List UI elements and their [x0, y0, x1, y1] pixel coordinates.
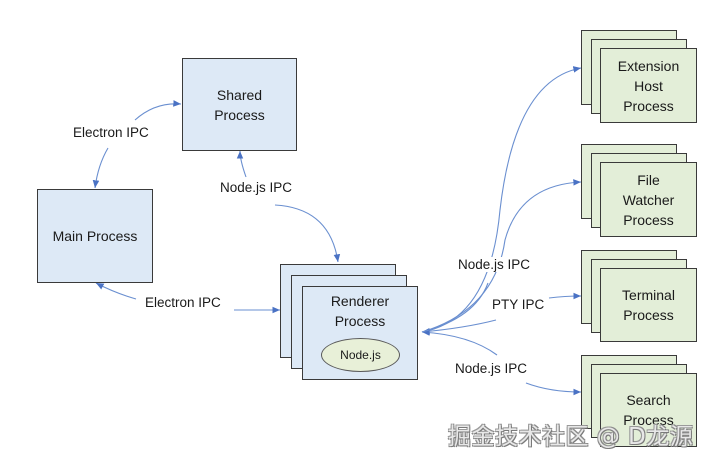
arrow-nodejs-to-search	[525, 382, 582, 396]
arrow-nodejs-to-renderer-bottom	[421, 329, 498, 356]
edge-label-nodejs-ipc-search: Node.js IPC	[454, 361, 529, 376]
watermark: 掘金技术社区 @ D龙源	[448, 424, 694, 450]
arrow-nodejs-to-shared	[236, 150, 247, 178]
edge-label-nodejs-ipc-shared: Node.js IPC	[219, 180, 294, 195]
shared-process-label: Shared Process	[214, 86, 265, 123]
arrow-renderer-to-extension	[421, 66, 582, 333]
file-watcher-process-label: File Watcher Process	[622, 171, 675, 228]
extension-host-process-label: Extension Host Process	[617, 57, 680, 114]
main-process-label: Main Process	[52, 228, 138, 244]
shared-process-node: Shared Process	[182, 58, 297, 151]
edge-label-nodejs-ipc-extension: Node.js IPC	[457, 257, 532, 272]
search-process-node: Search Process	[600, 373, 697, 447]
arrow-nodejs-to-renderer	[274, 204, 341, 263]
edge-label-electron-ipc-bottom: Electron IPC	[144, 295, 222, 310]
arrow-pty-to-terminal	[548, 292, 582, 300]
arrow-electron-to-shared	[134, 100, 182, 121]
main-process-node: Main Process	[37, 189, 153, 283]
extension-host-process-node: Extension Host Process	[600, 48, 697, 123]
arrow-renderer-fan	[421, 282, 489, 333]
nodejs-runtime-ellipse: Node.js	[321, 338, 400, 372]
arrow-electron-to-main-bottom	[95, 282, 137, 300]
nodejs-runtime-label: Node.js	[340, 348, 381, 362]
renderer-process-label: Renderer Process	[330, 293, 390, 329]
arrow-pty-to-renderer	[421, 319, 497, 335]
terminal-process-node: Terminal Process	[600, 268, 697, 342]
file-watcher-process-node: File Watcher Process	[600, 162, 697, 237]
edge-label-pty-ipc: PTY IPC	[491, 297, 546, 312]
terminal-process-label: Terminal Process	[622, 287, 675, 323]
arrow-electron-to-main	[92, 147, 109, 189]
edge-label-electron-ipc-top: Electron IPC	[72, 125, 150, 140]
arrow-renderer-to-filewatcher	[421, 179, 582, 333]
search-process-label: Search Process	[623, 392, 674, 428]
